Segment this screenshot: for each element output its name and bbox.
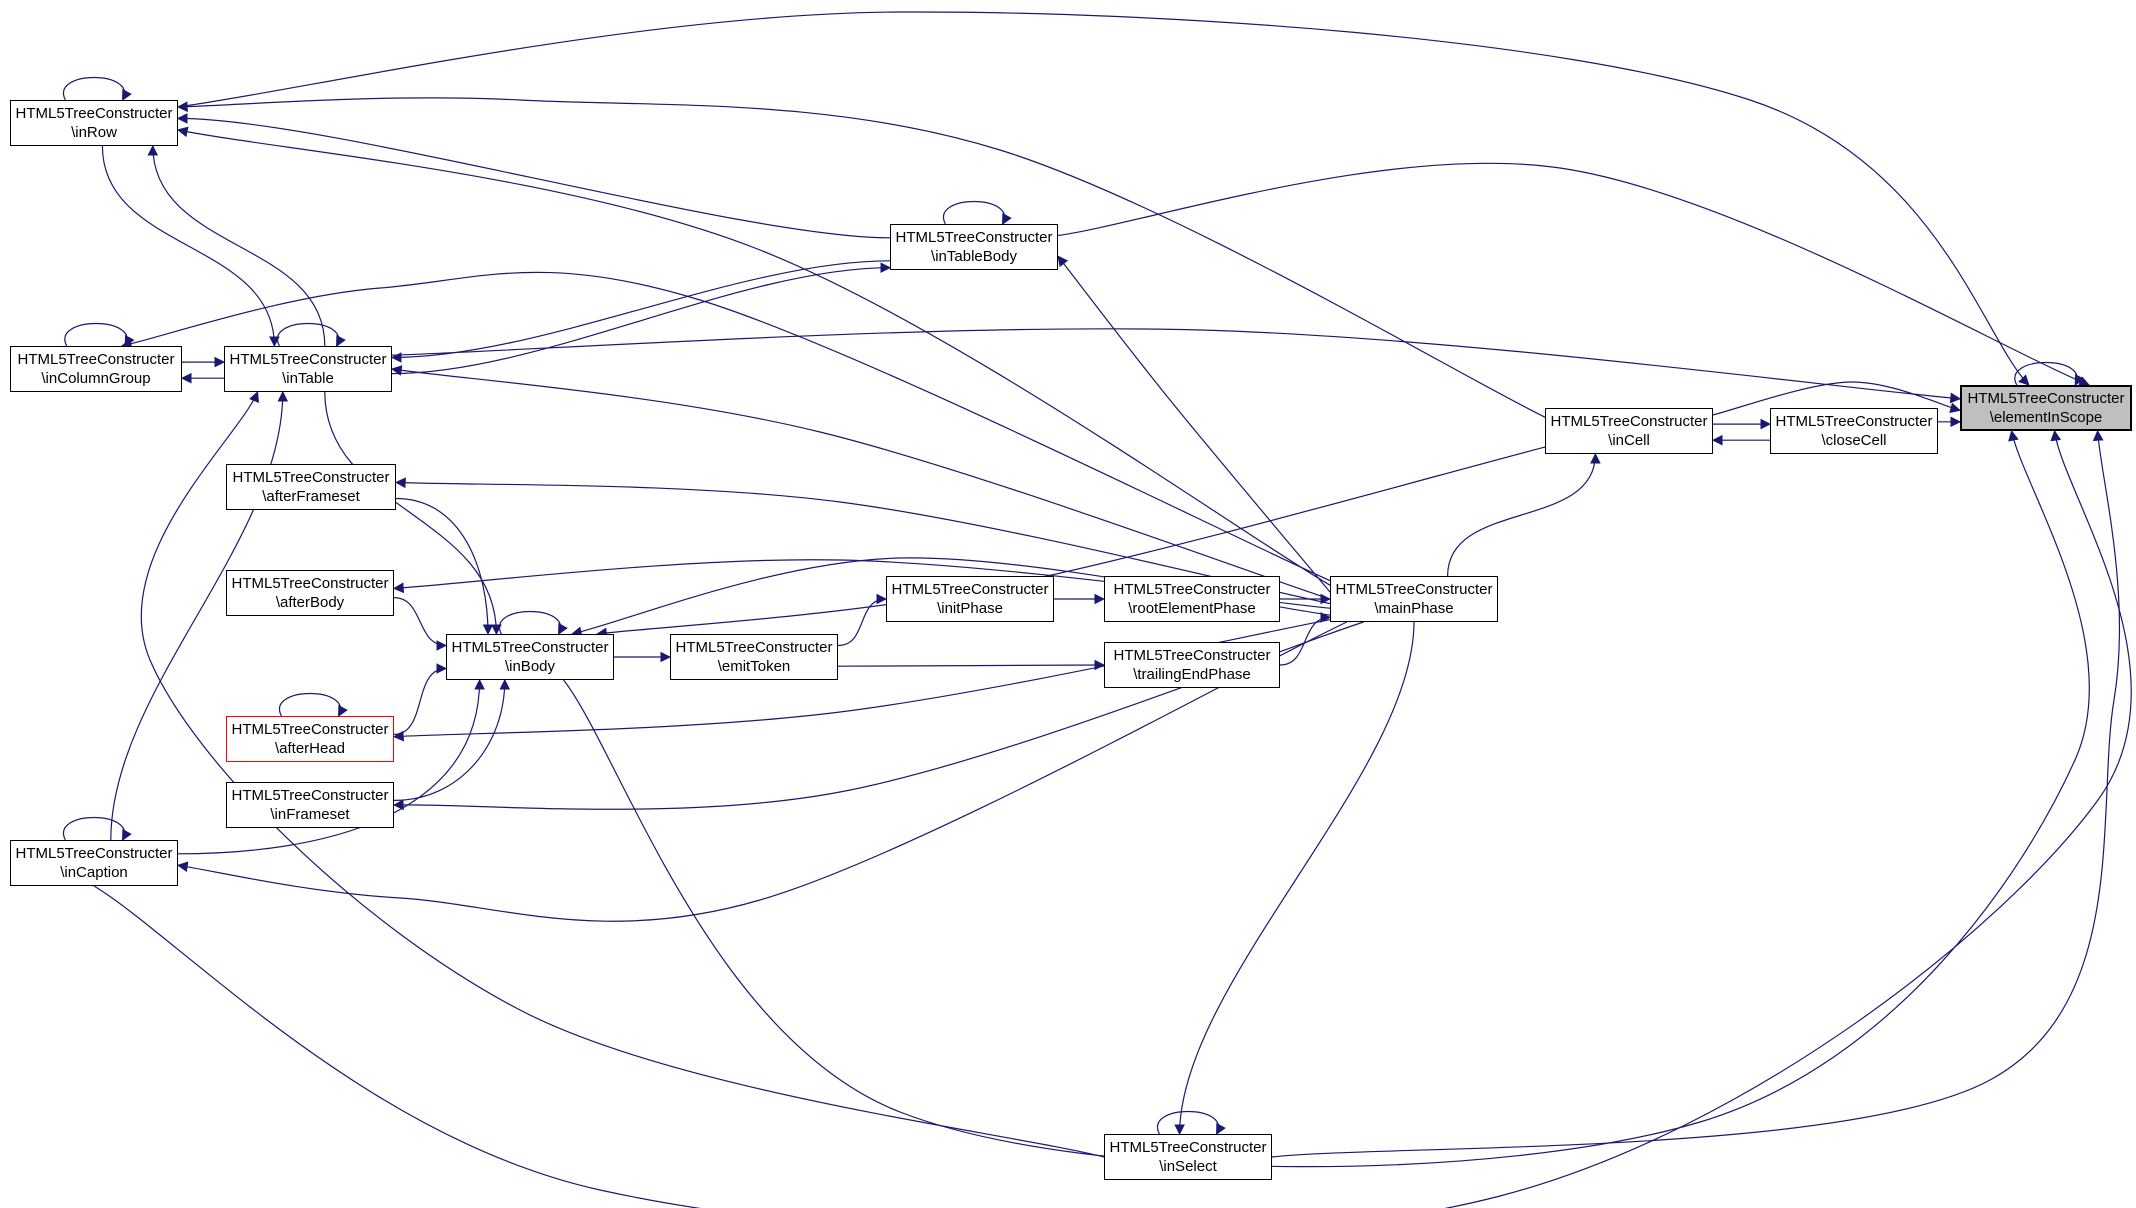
node-inTable[interactable]: HTML5TreeConstructer \inTable [224, 346, 392, 392]
node-method-label: \inCell [1608, 432, 1650, 449]
node-class-label: HTML5TreeConstructer [229, 350, 387, 368]
edge-mainPhase-to-inCaption [176, 621, 1348, 922]
node-closeCell[interactable]: HTML5TreeConstructer \closeCell [1770, 408, 1938, 454]
node-method-label: \rootElementPhase [1128, 600, 1256, 617]
edge-mainPhase-to-inColumnGroup [120, 271, 1331, 582]
node-class-label: HTML5TreeConstructer [1113, 580, 1271, 598]
node-class-label: HTML5TreeConstructer [1335, 580, 1493, 598]
node-class-label: HTML5TreeConstructer [15, 104, 173, 122]
edge-inSelect-to-inTable [140, 390, 1105, 1158]
node-inColumnGroup[interactable]: HTML5TreeConstructer \inColumnGroup [10, 346, 182, 392]
node-method-label: \afterBody [275, 594, 345, 611]
node-class-label: HTML5TreeConstructer [891, 580, 1049, 598]
edge-inRow-to-inRow [62, 77, 132, 101]
node-inCell[interactable]: HTML5TreeConstructer \inCell [1545, 408, 1713, 454]
node-inBody[interactable]: HTML5TreeConstructer \inBody [446, 634, 614, 680]
edge-inTableBody-to-inTableBody [942, 201, 1012, 225]
edge-inBody-to-inBody [498, 611, 568, 635]
node-class-label: HTML5TreeConstructer [1109, 1138, 1267, 1156]
edge-inSelect-to-elementInScope [1271, 429, 2121, 1158]
node-method-label: \inBody [504, 658, 556, 675]
node-method-label: \inSelect [1159, 1158, 1217, 1175]
node-class-label: HTML5TreeConstructer [1550, 412, 1708, 430]
edge-inTableBody-to-elementInScope [1057, 162, 2090, 387]
node-class-label: HTML5TreeConstructer [231, 720, 389, 738]
edge-afterHead-to-afterHead [278, 693, 348, 717]
edge-mainPhase-to-inRow [176, 126, 1331, 586]
edge-inTable-to-inBody [324, 391, 502, 636]
edge-inCell-to-elementInScope [1712, 381, 1962, 416]
edge-mainPhase-to-inSelect [1174, 621, 1415, 1136]
node-method-label: \inTable [282, 370, 334, 387]
node-inFrameset[interactable]: HTML5TreeConstructer \inFrameset [226, 782, 394, 828]
node-class-label: HTML5TreeConstructer [15, 844, 173, 862]
node-emitToken[interactable]: HTML5TreeConstructer \emitToken [670, 634, 838, 680]
node-afterHead[interactable]: HTML5TreeConstructer \afterHead [226, 716, 394, 762]
node-class-label: HTML5TreeConstructer [1775, 412, 1933, 430]
edge-inTable-to-elementInScope [391, 328, 1962, 404]
node-method-label: \afterFrameset [262, 488, 360, 505]
edge-inFrameset-to-inBody [393, 678, 511, 801]
edge-inCaption-to-elementInScope [93, 429, 2132, 1208]
edge-inSelect-to-inSelect [1156, 1111, 1226, 1135]
node-method-label: \initPhase [937, 600, 1003, 617]
node-class-label: HTML5TreeConstructer [451, 638, 609, 656]
node-class-label: HTML5TreeConstructer [232, 468, 390, 486]
edge-inRow-to-elementInScope [177, 11, 2030, 386]
node-method-label: \emitToken [717, 658, 791, 675]
edge-afterFrameset-to-inBody [395, 497, 494, 636]
node-method-label: \inRow [71, 124, 117, 141]
edge-inTable-to-inTableBody [391, 262, 892, 375]
edge-elementInScope-to-elementInScope [2014, 362, 2085, 386]
node-class-label: HTML5TreeConstructer [895, 228, 1053, 246]
node-method-label: \closeCell [1821, 432, 1887, 449]
edge-inBody-to-elementInScope [563, 429, 2090, 1168]
node-method-label: \afterHead [274, 740, 346, 757]
node-inSelect[interactable]: HTML5TreeConstructer \inSelect [1104, 1134, 1272, 1180]
node-class-label: HTML5TreeConstructer [1113, 646, 1271, 664]
node-method-label: \trailingEndPhase [1133, 666, 1251, 683]
edge-emitToken-to-trailingEndPhase [837, 659, 1106, 671]
node-class-label: HTML5TreeConstructer [231, 786, 389, 804]
node-method-label: \inColumnGroup [41, 370, 151, 387]
edge-trailingEndPhase-to-mainPhase [1279, 612, 1332, 666]
edge-emitToken-to-initPhase [837, 593, 888, 647]
node-method-label: \inCaption [60, 864, 128, 881]
node-afterFrameset[interactable]: HTML5TreeConstructer \afterFrameset [226, 464, 396, 510]
edge-inTableBody-to-inRow [176, 113, 891, 239]
edge-inColumnGroup-to-inColumnGroup [64, 323, 135, 347]
node-class-label: HTML5TreeConstructer [231, 574, 389, 592]
node-class-label: HTML5TreeConstructer [17, 350, 175, 368]
edge-inCaption-to-inCaption [62, 817, 132, 841]
node-mainPhase[interactable]: HTML5TreeConstructer \mainPhase [1330, 576, 1498, 622]
edge-afterBody-to-inBody [393, 597, 448, 651]
node-method-label: \mainPhase [1374, 600, 1454, 617]
node-initPhase[interactable]: HTML5TreeConstructer \initPhase [886, 576, 1054, 622]
edge-mainPhase-to-inTableBody [1057, 255, 1331, 593]
edge-inTable-to-inRow [147, 144, 326, 347]
edge-mainPhase-to-inCell [1447, 452, 1601, 577]
node-method-label: \elementInScope [1989, 409, 2103, 426]
node-rootElementPhase[interactable]: HTML5TreeConstructer \rootElementPhase [1104, 576, 1280, 622]
node-afterBody[interactable]: HTML5TreeConstructer \afterBody [226, 570, 394, 616]
edge-mainPhase-to-inTable [390, 365, 1331, 600]
edge-inRow-to-inTable [101, 145, 280, 348]
edge-afterHead-to-inBody [393, 663, 448, 735]
node-class-label: HTML5TreeConstructer [1967, 389, 2125, 407]
node-inRow[interactable]: HTML5TreeConstructer \inRow [10, 100, 178, 146]
edge-inCell-to-inRow [176, 97, 1546, 418]
node-class-label: HTML5TreeConstructer [675, 638, 833, 656]
node-method-label: \inTableBody [931, 248, 1017, 265]
node-elementInScope[interactable]: HTML5TreeConstructer \elementInScope [1960, 385, 2132, 431]
node-inCaption[interactable]: HTML5TreeConstructer \inCaption [10, 840, 178, 886]
edge-inCaption-to-inTable [110, 390, 289, 841]
edge-inTable-to-inTable [276, 323, 346, 347]
node-inTableBody[interactable]: HTML5TreeConstructer \inTableBody [890, 224, 1058, 270]
node-trailingEndPhase[interactable]: HTML5TreeConstructer \trailingEndPhase [1104, 642, 1280, 688]
node-method-label: \inFrameset [270, 806, 350, 823]
